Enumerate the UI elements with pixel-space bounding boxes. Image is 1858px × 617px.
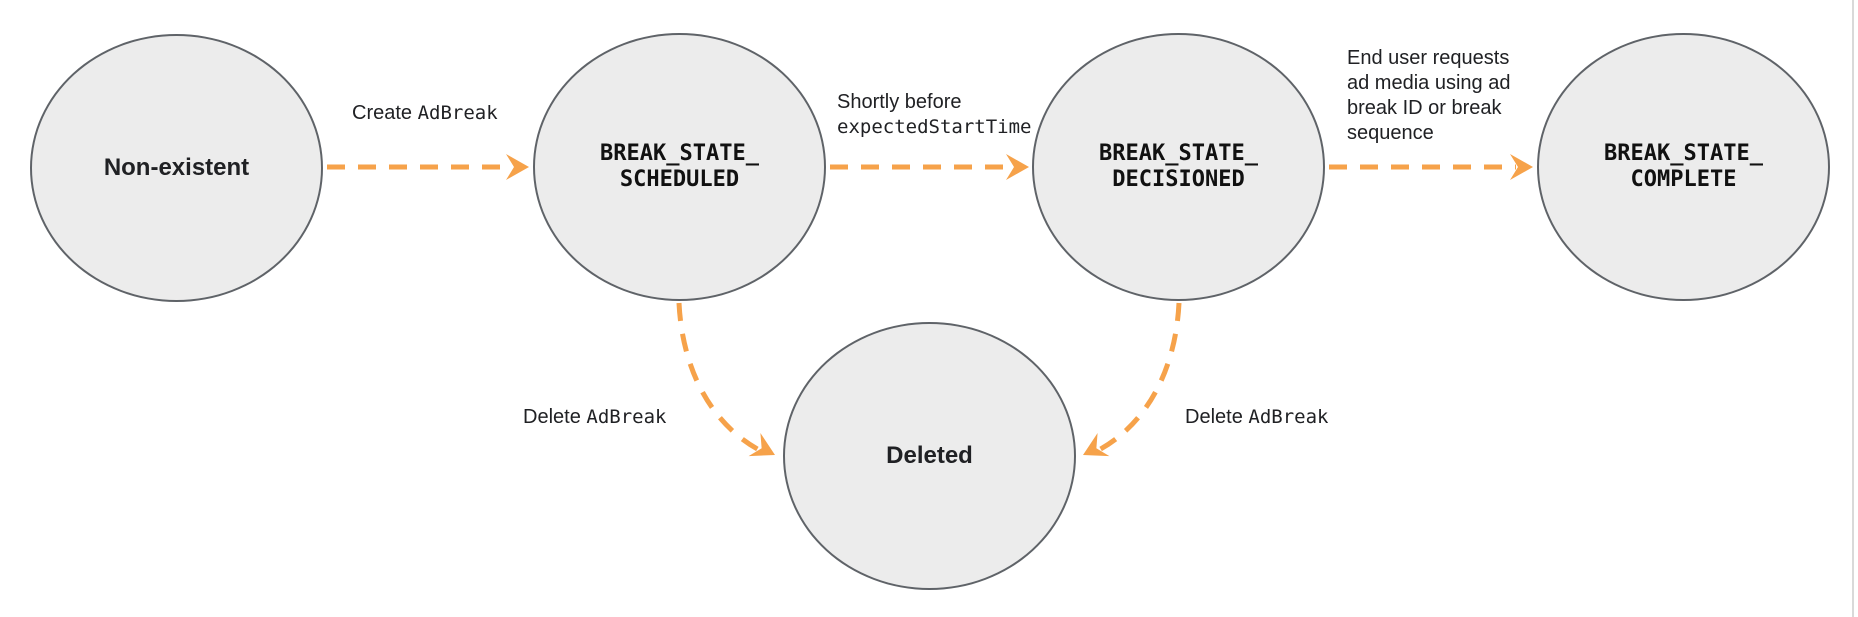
state-label-break-state-decisioned: BREAK_STATE_DECISIONED xyxy=(1099,141,1258,193)
edge-label-line: End user requests xyxy=(1347,47,1510,69)
transition-arrow-create-adbreak xyxy=(327,154,529,180)
transition-arrow-delete-adbreak-right xyxy=(1083,302,1182,457)
edge-label-create-adbreak: Create AdBreak xyxy=(352,101,498,126)
edge-label-text: Delete xyxy=(1185,406,1249,428)
edge-label-text: Create xyxy=(352,102,418,124)
state-label-break-state-complete: BREAK_STATE_COMPLETE xyxy=(1604,141,1763,193)
edge-label-line: ad media using ad xyxy=(1347,72,1511,94)
state-label-break-state-scheduled: BREAK_STATE_SCHEDULED xyxy=(600,141,759,193)
edge-label-text: Delete xyxy=(523,406,587,428)
state-label-line2: DECISIONED xyxy=(1112,167,1245,192)
transition-arrow-delete-adbreak-left xyxy=(676,302,775,457)
state-node-deleted: Deleted xyxy=(783,322,1076,590)
edge-label-delete-adbreak-left: Delete AdBreak xyxy=(523,405,666,430)
state-node-non-existent: Non-existent xyxy=(30,34,323,302)
edge-label-shortly-before: Shortly before expectedStartTime xyxy=(837,90,1031,140)
transition-arrow-shortly-before xyxy=(830,154,1029,180)
edge-label-line: break ID or break xyxy=(1347,97,1502,119)
state-node-break-state-scheduled: BREAK_STATE_SCHEDULED xyxy=(533,33,826,301)
edge-label-code: AdBreak xyxy=(417,102,498,124)
state-label-deleted: Deleted xyxy=(886,442,973,469)
edge-label-end-user-request: End user requests ad media using ad break … xyxy=(1347,46,1510,146)
edge-label-code: AdBreak xyxy=(1248,406,1329,428)
edge-label-code: AdBreak xyxy=(586,406,667,428)
state-label-line1: BREAK_STATE_ xyxy=(1604,141,1763,166)
state-label-line2: SCHEDULED xyxy=(619,167,740,192)
state-label-non-existent: Non-existent xyxy=(103,154,250,181)
edge-label-line: sequence xyxy=(1347,122,1434,144)
edge-label-code: expectedStartTime xyxy=(837,116,1032,138)
transition-arrow-end-user-request xyxy=(1329,154,1533,180)
page-right-edge-divider xyxy=(1852,0,1854,617)
state-label-line2: COMPLETE xyxy=(1630,167,1737,192)
state-node-break-state-decisioned: BREAK_STATE_DECISIONED xyxy=(1032,33,1325,301)
state-node-break-state-complete: BREAK_STATE_COMPLETE xyxy=(1537,33,1830,301)
state-label-line1: BREAK_STATE_ xyxy=(600,141,759,166)
edge-label-text: Shortly before xyxy=(837,91,962,113)
edge-label-delete-adbreak-right: Delete AdBreak xyxy=(1185,405,1328,430)
state-label-line1: BREAK_STATE_ xyxy=(1099,141,1258,166)
